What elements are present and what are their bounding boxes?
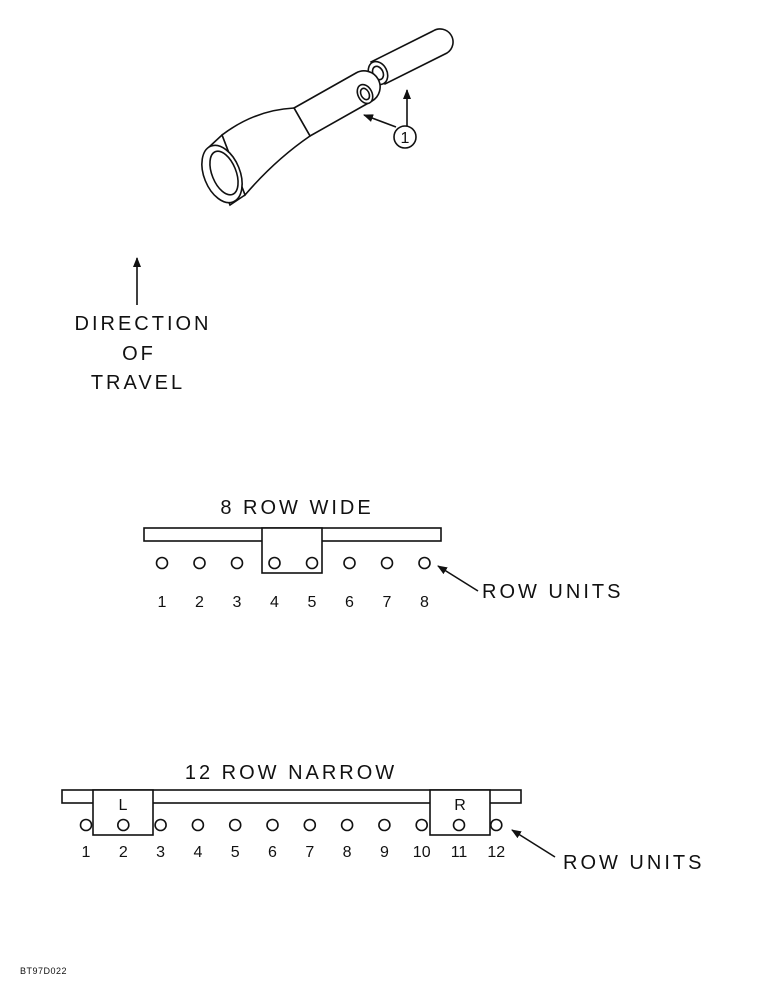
narrow-row-unit-circle: [489, 818, 503, 832]
wide-row-number: 1: [158, 594, 167, 611]
wide-row-unit-circle: [380, 556, 394, 570]
narrow-row-unit-circle: [303, 818, 317, 832]
narrow-row-number: 7: [305, 844, 314, 861]
callout-number: 1: [401, 130, 410, 147]
narrow-row-units-label: ROW UNITS: [563, 852, 704, 874]
wide-row-unit-circle: [193, 556, 206, 570]
narrow-row-unit-circle: [228, 818, 242, 832]
wide-row-number: 2: [195, 594, 204, 611]
wide-row-numbers: 1 2 3 4 5 6 7 8: [158, 594, 430, 611]
wide-row-units-label: ROW UNITS: [482, 581, 623, 603]
wide-row-number: 4: [270, 594, 279, 611]
narrow-row-number: 12: [487, 844, 505, 861]
wide-row-unit-circle: [268, 556, 281, 570]
narrow-row-number: 9: [380, 844, 389, 861]
wide-row-unit-circle: [230, 556, 244, 570]
narrow-row-unit-circle: [154, 818, 167, 832]
narrow-row-number: 11: [451, 844, 468, 861]
narrow-row-unit-circle: [415, 818, 429, 832]
wide-row-number: 3: [233, 594, 242, 611]
narrow-row-number: 4: [193, 844, 202, 861]
wide-title: 8 ROW WIDE: [220, 497, 373, 519]
narrow-row-unit-circle: [266, 818, 279, 832]
narrow-row-unit-circle: [378, 818, 391, 832]
wide-row-number: 8: [420, 594, 429, 611]
layout-8-row-wide: 8 ROW WIDE 1 2 3 4 5 6 7 8 ROW UNITS: [143, 497, 623, 611]
narrow-row-number: 1: [82, 844, 91, 861]
narrow-right-box-label: R: [454, 797, 466, 814]
narrow-row-number: 10: [413, 844, 431, 861]
wide-row-number: 5: [308, 594, 317, 611]
figure-code: BT97D022: [20, 966, 67, 976]
callout-circle: [393, 125, 417, 149]
wide-row-unit-circle: [343, 556, 356, 570]
wide-row-number: 7: [383, 594, 392, 611]
direction-of-travel: DIRECTION OF TRAVEL: [75, 257, 212, 394]
narrow-row-units-arrow: [511, 829, 556, 858]
narrow-row-unit-circles: [79, 818, 503, 832]
spout: [201, 70, 381, 207]
wide-row-number: 6: [345, 594, 354, 611]
direction-line-3: TRAVEL: [91, 372, 185, 394]
direction-line-1: DIRECTION: [75, 313, 212, 335]
narrow-row-number: 2: [119, 844, 128, 861]
wide-row-unit-circle: [418, 556, 431, 570]
narrow-row-number: 6: [268, 844, 277, 861]
narrow-row-unit-circle: [452, 818, 466, 832]
narrow-row-unit-circle: [79, 818, 93, 832]
narrow-left-box-label: L: [119, 797, 128, 814]
wide-row-unit-circle: [305, 556, 319, 570]
direction-line-2: OF: [122, 343, 156, 365]
narrow-row-number: 5: [231, 844, 240, 861]
narrow-row-number: 3: [156, 844, 165, 861]
narrow-row-unit-circle: [340, 818, 354, 832]
narrow-row-number: 8: [343, 844, 352, 861]
wide-row-unit-circle: [155, 556, 169, 570]
wide-row-units-arrow: [437, 565, 479, 592]
narrow-title: 12 ROW NARROW: [185, 762, 397, 784]
hose-illustration: 1: [201, 28, 454, 207]
wide-row-unit-circles: [155, 556, 431, 570]
narrow-row-unit-circle: [117, 818, 130, 832]
narrow-toolbar: [61, 789, 522, 804]
callout-1: 1: [363, 89, 417, 149]
narrow-row-unit-circle: [191, 818, 205, 832]
